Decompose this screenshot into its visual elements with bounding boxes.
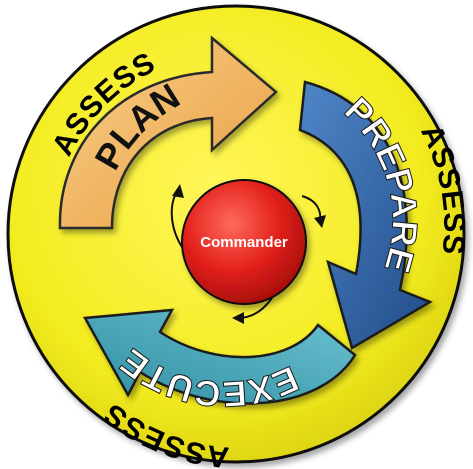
prepare-arrow [298,80,433,350]
commander-label: Commander [200,234,288,251]
plan-arrow [58,35,278,230]
commander-circle [181,179,307,305]
cycle-arrowhead-bottom [232,312,244,324]
cycle-arrows [170,184,326,324]
cycle-arrowhead-left [172,184,184,198]
execute-arrow [82,308,357,405]
cycle-arrowhead-right [314,215,326,228]
